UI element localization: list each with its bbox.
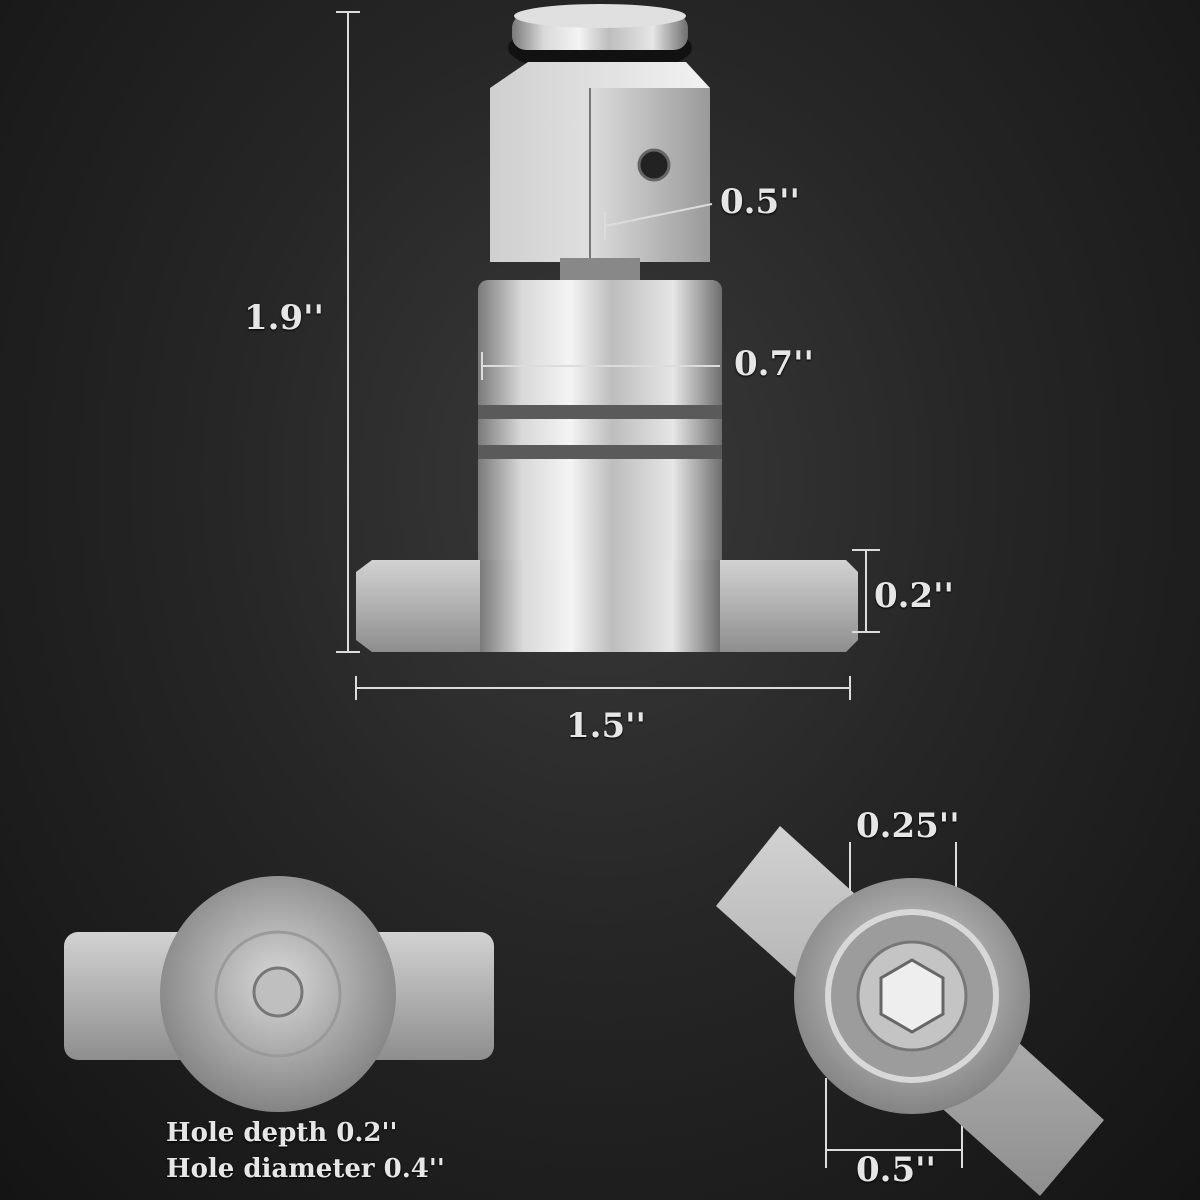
width-label: 1.5'' [566,706,646,746]
anvil-side-view [356,4,858,652]
anvil-end-view [716,826,1104,1196]
flange-thickness-label: 0.2'' [874,576,954,616]
hole-depth-note: Hole depth 0.2'' [166,1118,398,1148]
bottom-diameter-label: 0.5'' [856,1150,936,1190]
pin-hole [637,148,671,182]
hex-socket-label: 0.25'' [856,806,960,846]
hole-diameter-note: Hole diameter 0.4'' [166,1154,445,1184]
groove [478,405,722,419]
anvil-bottom-view [64,876,494,1112]
anvil-body [478,280,722,570]
body-diameter-label: 0.7'' [734,344,814,384]
center-hole [252,966,304,1018]
hex-socket [879,958,945,1034]
height-label: 1.9'' [244,298,324,338]
square-drive-label: 0.5'' [720,182,800,222]
